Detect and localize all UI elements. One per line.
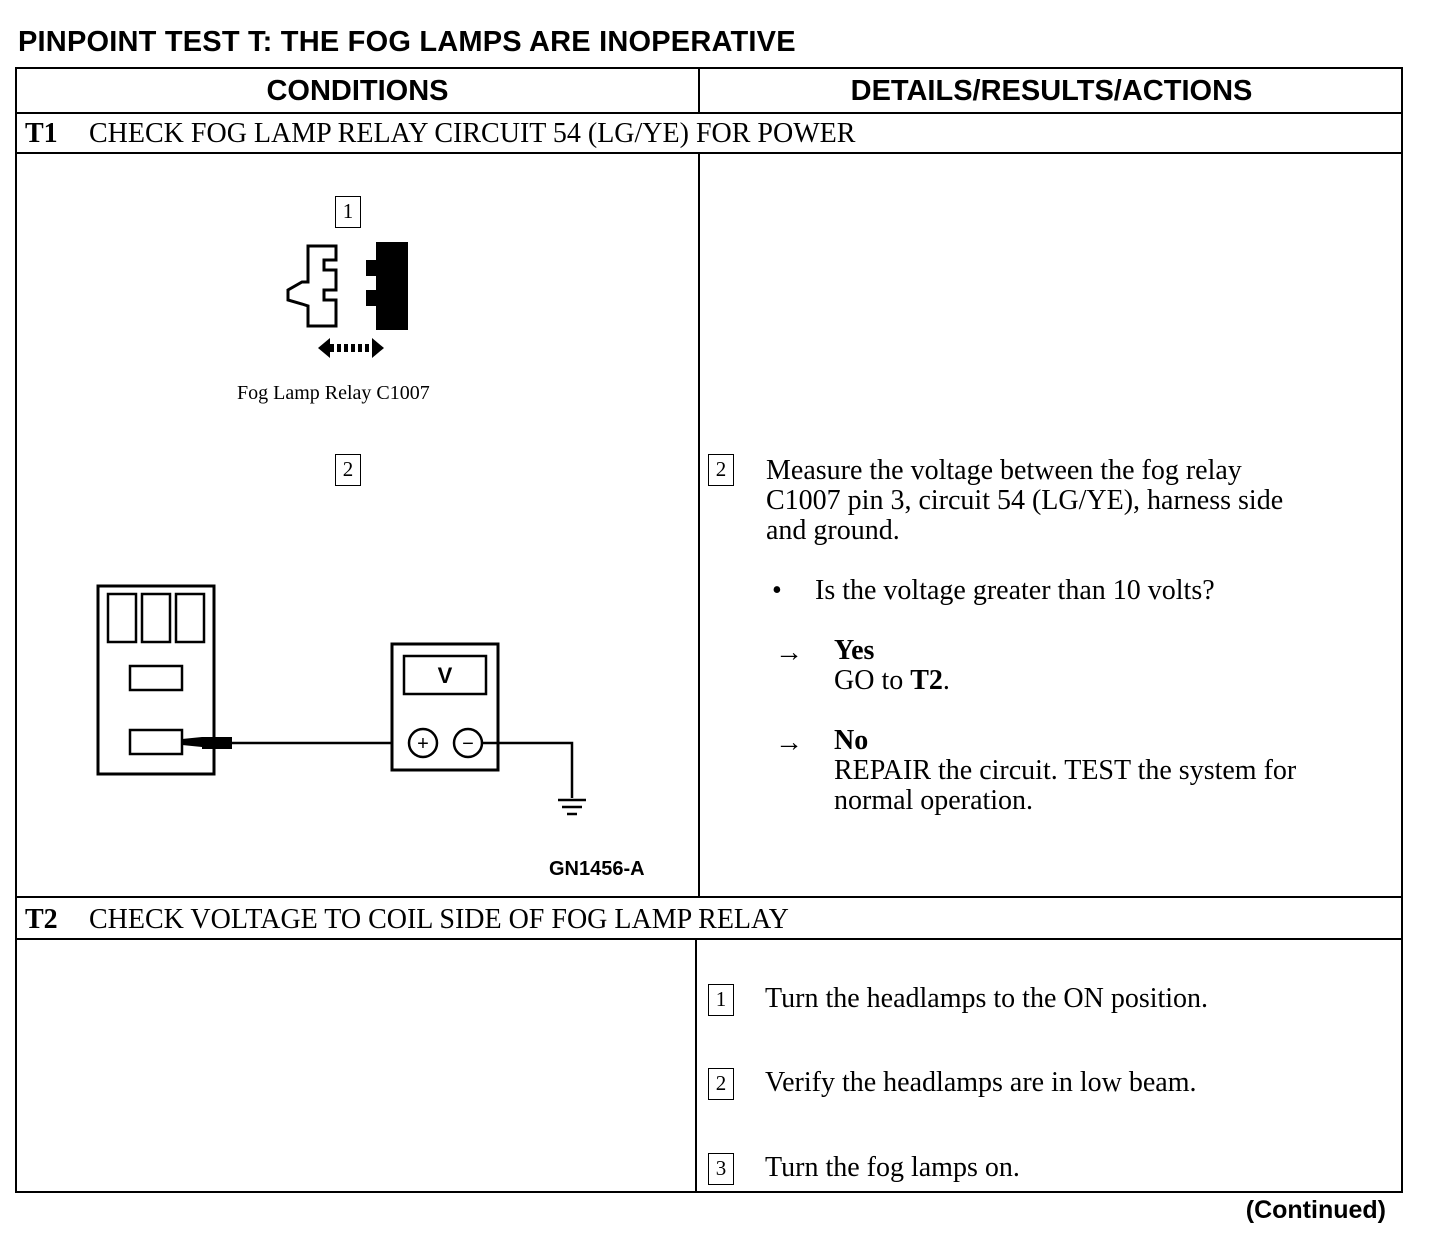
yes-result: Yes GO to T2. (834, 636, 950, 696)
t2-step-2-box: 2 (708, 1068, 734, 1100)
yes-arrow-icon: → (775, 637, 803, 668)
t1-action-instruction: Measure the voltage between the fog rela… (766, 456, 1283, 546)
t2-id: T2 (25, 904, 58, 935)
meter-label: V (438, 663, 453, 688)
details-header: DETAILS/RESULTS/ACTIONS (850, 75, 1253, 107)
t2-step-2-text: Verify the headlamps are in low beam. (765, 1067, 1197, 1098)
page-title: PINPOINT TEST T: THE FOG LAMPS ARE INOPE… (18, 26, 796, 58)
t2-heading: T2 CHECK VOLTAGE TO COIL SIDE OF FOG LAMP… (25, 904, 789, 936)
t2-heading-divider (17, 938, 1401, 940)
relay-connector-illustration (286, 242, 408, 358)
column-divider-t1 (698, 152, 700, 896)
t2-step-1-box: 1 (708, 984, 734, 1016)
t2-step-3-box: 3 (708, 1153, 734, 1185)
instruction-line-2: C1007 pin 3, circuit 54 (LG/YE), harness… (766, 485, 1284, 516)
no-arrow-icon: → (775, 727, 803, 758)
step-2-box-diagram: 2 (335, 454, 361, 486)
question-bullet: • (772, 575, 782, 606)
plus-label: + (417, 733, 429, 755)
probe-icon (182, 737, 202, 747)
t2-heading-text: CHECK VOLTAGE TO COIL SIDE OF FOG LAMP R… (89, 904, 789, 935)
minus-label: − (462, 733, 474, 755)
no-result: No REPAIR the circuit. TEST the system f… (834, 726, 1296, 816)
double-arrow-icon (318, 338, 384, 358)
connector-outline-icon (286, 244, 338, 328)
yes-action: GO to T2. (834, 666, 950, 696)
continued-label: (Continued) (1245, 1196, 1386, 1224)
t2-step-1-text: Turn the headlamps to the ON position. (765, 983, 1209, 1014)
column-divider-header (698, 69, 700, 112)
figure-code: GN1456-A (549, 858, 645, 880)
t1-heading: T1 CHECK FOG LAMP RELAY CIRCUIT 54 (LG/YE… (25, 118, 855, 150)
voltmeter-circuit-diagram: V + − (96, 584, 586, 816)
no-label: No (834, 725, 869, 756)
t1-heading-text: CHECK FOG LAMP RELAY CIRCUIT 54 (LG/YE) … (89, 118, 856, 149)
conditions-header: CONDITIONS (266, 75, 449, 107)
instruction-line-1: Measure the voltage between the fog rela… (766, 455, 1242, 486)
step-2-box-action: 2 (708, 454, 734, 486)
ground-symbol-icon (558, 798, 586, 816)
t1-id: T1 (25, 118, 58, 149)
no-action-line-2: normal operation. (834, 785, 1034, 816)
question-text: Is the voltage greater than 10 volts? (815, 575, 1215, 606)
relay-caption: Fog Lamp Relay C1007 (237, 382, 430, 404)
header-divider (17, 112, 1401, 114)
yes-target-link[interactable]: T2 (910, 665, 943, 696)
relay-body-icon (366, 242, 408, 330)
t1-bottom-divider (17, 896, 1401, 898)
column-divider-t2 (695, 938, 697, 1193)
yes-action-period: . (942, 665, 950, 696)
no-action-line-1: REPAIR the circuit. TEST the system for (834, 755, 1297, 786)
t2-step-3-text: Turn the fog lamps on. (765, 1152, 1020, 1183)
instruction-line-3: and ground. (766, 515, 900, 546)
t1-heading-divider (17, 152, 1401, 154)
step-1-box: 1 (335, 196, 361, 228)
yes-label: Yes (834, 635, 875, 666)
plus-terminal-icon (407, 727, 439, 759)
yes-action-text: GO to (834, 665, 911, 696)
